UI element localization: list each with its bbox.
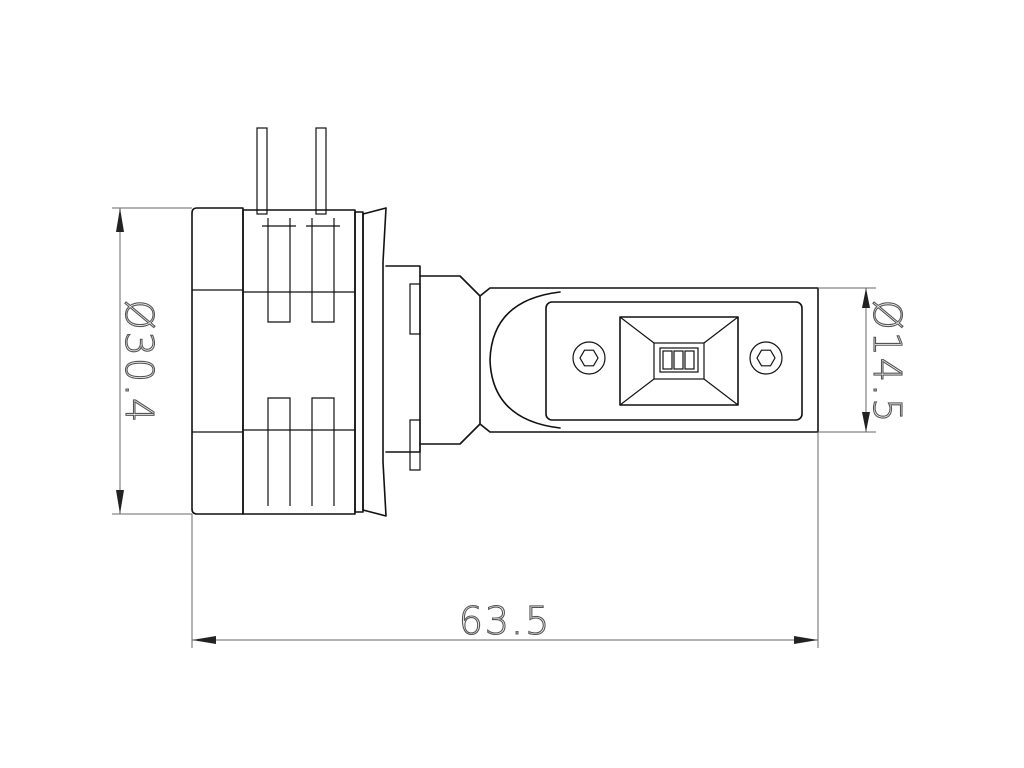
connector-pins — [256, 127, 327, 215]
dimension-body-diameter: Ø30.4 — [112, 207, 192, 515]
length-dimension-label: 63.5 — [459, 599, 552, 643]
bulb-neck — [385, 265, 481, 471]
screw-right-icon — [749, 341, 783, 375]
led-heatsink-arm — [479, 287, 819, 433]
body-diameter-label: Ø30.4 — [117, 300, 161, 425]
screw-left-icon — [572, 341, 606, 375]
heatsink-diameter-label: Ø14.5 — [865, 300, 909, 425]
dimension-length: 63.5 — [191, 432, 819, 648]
dimension-heatsink-diameter: Ø14.5 — [818, 287, 910, 433]
bulb-base-body — [191, 207, 387, 517]
led-chip — [619, 316, 739, 406]
